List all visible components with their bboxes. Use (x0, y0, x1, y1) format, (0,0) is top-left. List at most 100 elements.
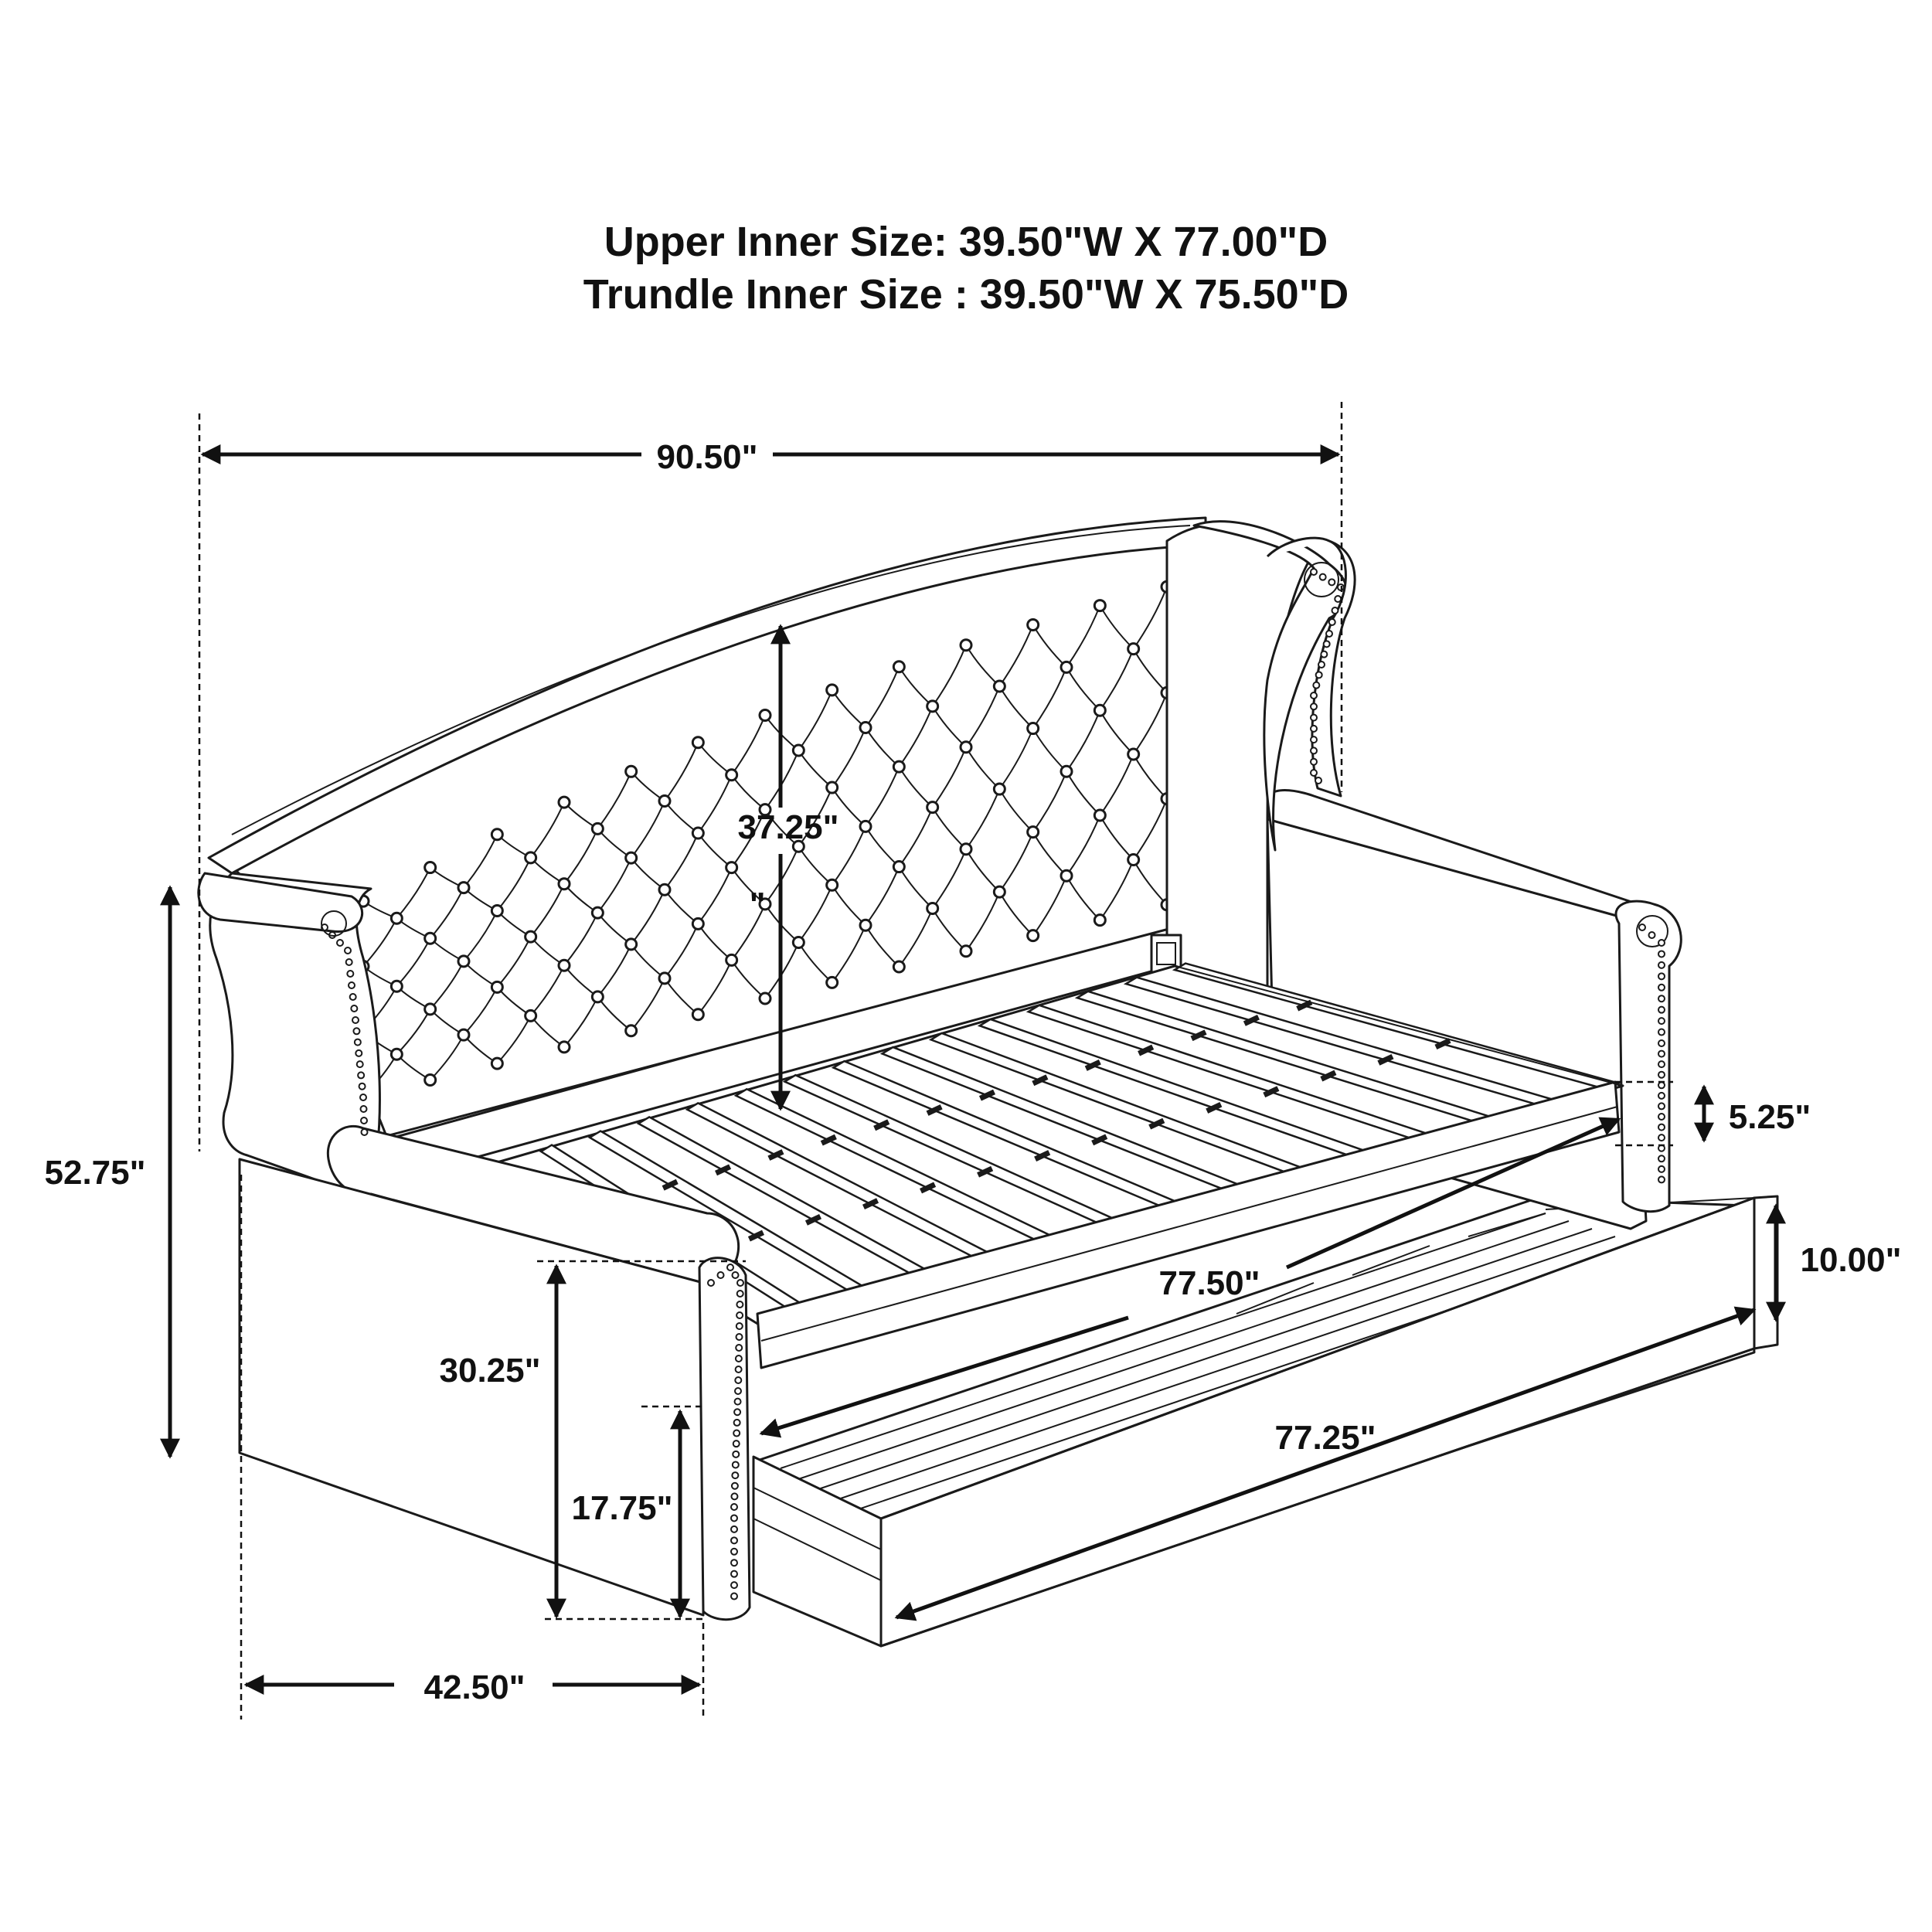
trundle-inner-size-text: Trundle Inner Size : 39.50"W X 75.50"D (583, 271, 1349, 318)
tuft-button (624, 764, 638, 778)
tuft-button (1093, 913, 1107, 927)
tufted-backrest (356, 580, 1174, 1104)
nailhead (1658, 1165, 1665, 1173)
tuft-button (791, 936, 805, 950)
tuft-seam (1132, 692, 1168, 755)
nailhead (336, 939, 344, 947)
upper-length-line-right (1285, 1117, 1621, 1270)
tuft-button (758, 803, 772, 817)
tuft-seam (965, 685, 1001, 748)
nailhead (730, 1570, 738, 1578)
back-height-label: 37.25" (738, 808, 839, 846)
tuft-button (959, 638, 973, 652)
tuft-button (423, 861, 437, 875)
tuft-button (658, 971, 672, 985)
nailhead (730, 1481, 739, 1490)
nailhead (1658, 1123, 1665, 1131)
nailhead (730, 1492, 739, 1501)
tuft-button (791, 839, 805, 853)
nailhead (1658, 961, 1665, 969)
nailhead (730, 1536, 738, 1545)
nailhead (1658, 1102, 1665, 1111)
slat-clip (767, 1149, 784, 1161)
arm-height-label: 30.25" (440, 1352, 541, 1389)
nailhead (716, 1271, 725, 1279)
tuft-button (758, 897, 772, 911)
slat-clip (1377, 1053, 1394, 1066)
tuft-button (691, 826, 705, 840)
nailhead (1325, 630, 1333, 638)
dimension-lines: 90.50" 37.25" " 52.75" 30.25" 17.75" 42.… (45, 402, 1901, 1719)
nailhead (731, 1461, 740, 1469)
nailhead (734, 1387, 742, 1395)
nailhead (1315, 671, 1323, 679)
tuft-button (624, 937, 638, 951)
slat-clip (804, 1213, 822, 1226)
nailhead (730, 1559, 738, 1567)
tuft-button (959, 842, 973, 856)
tuft-button (1060, 660, 1073, 674)
tuft-seam (1099, 753, 1134, 816)
slat-clip (1138, 1044, 1155, 1056)
nailhead (353, 1038, 362, 1046)
tuft-button (892, 860, 906, 874)
nailhead (1658, 1091, 1665, 1100)
left-arm-nailhead-trim (707, 1264, 744, 1600)
nailhead (349, 993, 357, 1001)
tuft-seam (998, 624, 1034, 687)
tuft-button (859, 720, 872, 734)
left-arm (197, 872, 751, 1621)
tuft-button (825, 683, 839, 697)
slat-clip (747, 1230, 764, 1242)
nailhead (731, 1271, 740, 1279)
nailhead (734, 1355, 743, 1362)
tuft-seam (931, 645, 967, 707)
nailhead (1658, 1060, 1665, 1069)
nailhead (1658, 1134, 1665, 1142)
overall-width-label: 90.50" (657, 438, 758, 476)
nailhead (730, 1525, 738, 1533)
nailhead (730, 1581, 738, 1590)
nailhead (735, 1322, 743, 1330)
tuft-button (423, 931, 437, 945)
nailhead (352, 1027, 361, 1036)
slat-clip (920, 1182, 937, 1194)
tuft-button (490, 1056, 504, 1070)
slat-clip (1148, 1117, 1165, 1130)
nailhead (360, 1128, 369, 1136)
nailhead (726, 1264, 734, 1271)
nailhead (344, 947, 352, 954)
nailhead (1310, 736, 1318, 744)
tuft-button (691, 917, 705, 930)
tuft-button (389, 911, 403, 925)
deck (493, 962, 1624, 1369)
tuft-button (926, 901, 940, 915)
tuft-button (457, 881, 471, 895)
nailhead (1638, 923, 1646, 931)
tuft-button (691, 1008, 705, 1022)
nailhead (730, 1592, 738, 1600)
tuft-button (926, 801, 940, 815)
tuft-button (825, 781, 839, 794)
left-wing-nailhead-trim (321, 923, 369, 1136)
nailhead (1658, 1155, 1665, 1163)
nailhead (1320, 650, 1328, 658)
nailhead (1658, 1039, 1665, 1047)
nailhead (1310, 713, 1318, 722)
trundle-length-label: 77.25" (1275, 1419, 1376, 1457)
tuft-button (490, 904, 504, 918)
tuft-button (524, 930, 538, 944)
nailhead (1658, 1005, 1665, 1014)
nailhead (355, 1060, 364, 1069)
tuft-button (457, 1028, 471, 1042)
tuft-button (624, 851, 638, 865)
tuft-button (658, 883, 672, 896)
back-height-mark: " (750, 886, 766, 923)
tuft-button (691, 736, 705, 750)
nailhead (736, 1290, 744, 1298)
slat-clip (662, 1179, 679, 1191)
nailhead (345, 958, 353, 966)
slat-clip (926, 1104, 943, 1116)
slat-clip (820, 1134, 837, 1146)
